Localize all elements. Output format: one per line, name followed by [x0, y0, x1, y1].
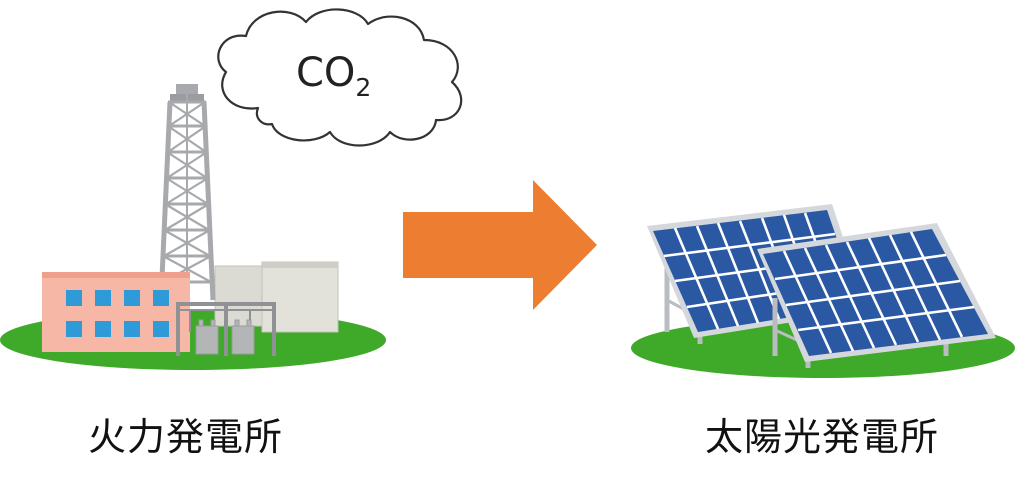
solar-power-plant-icon [631, 204, 1015, 378]
thermal-power-plant-icon [0, 84, 386, 370]
thermal-power-plant-label: 火力発電所 [88, 415, 284, 459]
back-building-2 [261, 261, 339, 333]
solar-power-plant-label: 太陽光発電所 [705, 415, 940, 459]
back-building-1 [214, 265, 266, 327]
transformers [195, 319, 255, 355]
co2-subscript: 2 [355, 73, 371, 102]
lattice-tower [158, 84, 216, 301]
co2-text: CO2 [296, 50, 371, 102]
co2-cloud-icon: CO2 [217, 8, 463, 147]
front-solar-panel [757, 223, 996, 362]
right-arrow-icon [403, 180, 597, 310]
building-windows [66, 290, 169, 337]
pink-building [42, 272, 190, 352]
co2-base: CO [296, 50, 355, 96]
